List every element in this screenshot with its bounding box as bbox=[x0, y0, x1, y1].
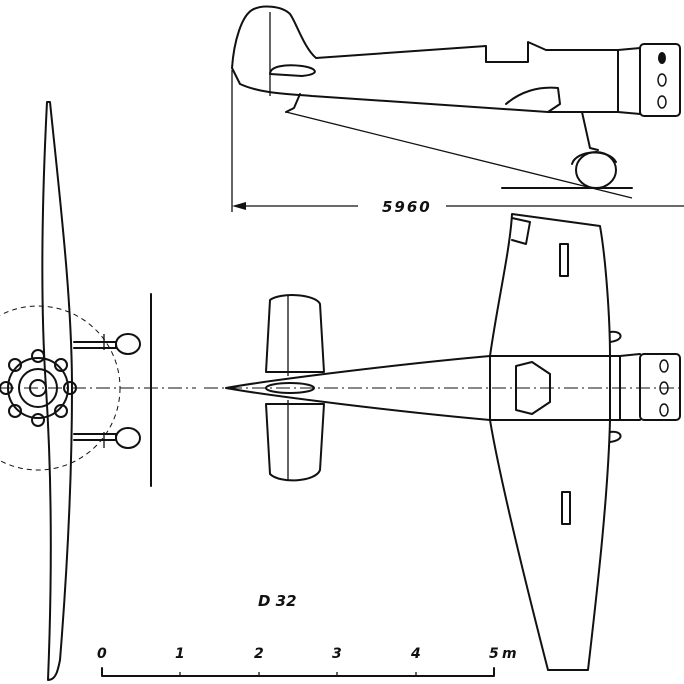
side-fuselage bbox=[231, 5, 619, 113]
plan-wing bbox=[489, 213, 611, 671]
scale-tick-0: 0 bbox=[97, 646, 107, 662]
plan-exhaust-1 bbox=[659, 359, 669, 373]
side-wheel-fairing bbox=[571, 151, 617, 165]
front-wing bbox=[41, 101, 73, 681]
scale-tick-4: 4 bbox=[410, 646, 421, 662]
ground-angle-line bbox=[285, 111, 633, 199]
side-landing-strut bbox=[581, 111, 599, 151]
side-exhaust-3 bbox=[657, 95, 667, 109]
side-propeller-hub bbox=[639, 43, 681, 117]
plan-propeller-hub bbox=[639, 353, 681, 421]
side-canopy bbox=[485, 42, 529, 62]
scale-bar: 0 1 2 3 4 5 m bbox=[97, 646, 517, 677]
plan-tailplane bbox=[265, 294, 325, 482]
plan-cowl-nose bbox=[619, 353, 641, 421]
plan-wheel-lower bbox=[609, 430, 622, 443]
scale-bar-ticks bbox=[179, 672, 417, 676]
side-tail-skid bbox=[285, 93, 301, 113]
front-view bbox=[0, 101, 196, 681]
side-stabilizer bbox=[269, 64, 316, 77]
side-wheel bbox=[575, 151, 617, 189]
scale-tick-2: 2 bbox=[254, 646, 264, 662]
front-gear-upper bbox=[73, 341, 117, 349]
designation-label: D 32 bbox=[258, 592, 297, 610]
plan-canopy bbox=[515, 361, 551, 415]
side-exhaust-1 bbox=[658, 52, 666, 64]
plan-aileron-lower bbox=[561, 491, 571, 525]
side-view: 5960 bbox=[231, 5, 684, 216]
side-cowling bbox=[617, 47, 641, 115]
scale-tick-1: 1 bbox=[175, 646, 185, 662]
dimension-length-label: 5960 bbox=[382, 198, 432, 216]
plan-aileron-cut bbox=[511, 217, 531, 245]
plan-view bbox=[204, 213, 684, 671]
scale-unit: m bbox=[502, 646, 517, 662]
scale-tick-5: 5 bbox=[489, 646, 499, 662]
dimension-arrow bbox=[232, 202, 246, 210]
scale-tick-3: 3 bbox=[332, 646, 342, 662]
plan-wheel-upper bbox=[609, 330, 622, 343]
front-wheel-upper bbox=[115, 333, 141, 355]
side-exhaust-2 bbox=[657, 73, 667, 87]
front-wheel-lower bbox=[115, 427, 141, 449]
plan-aileron-upper bbox=[559, 243, 569, 277]
front-gear-lower bbox=[73, 433, 117, 441]
side-wing bbox=[505, 86, 561, 113]
plan-exhaust-3 bbox=[659, 403, 669, 417]
scale-bar-line bbox=[101, 667, 495, 677]
